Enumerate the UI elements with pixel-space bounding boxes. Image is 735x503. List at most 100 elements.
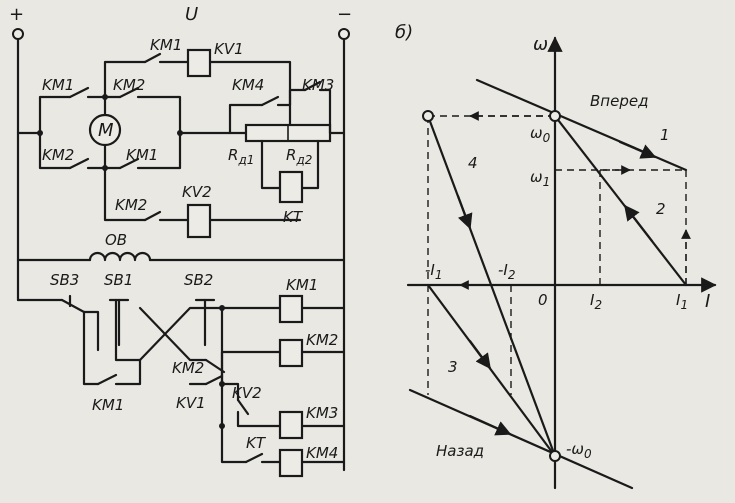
panel-label: б) (395, 22, 413, 43)
rd1-main: R (228, 146, 238, 164)
contact-km1-lower (118, 157, 140, 170)
rd2-sub: д2 (295, 153, 312, 167)
label-km1-lower: KM1 (126, 146, 158, 164)
label-kv1: KV1 (214, 40, 244, 58)
characteristics-plot: б) ω I 0 (395, 22, 717, 490)
label-km1-top: KM1 (42, 76, 74, 94)
km3-coil-wire (220, 382, 346, 428)
contact-kv1-kv2 (236, 398, 250, 416)
point-start-reverse (422, 110, 434, 122)
curve-label-3: 3 (448, 358, 458, 376)
neg-i1-sub: 1 (435, 268, 443, 282)
label-i2: I2 (590, 291, 602, 312)
label-omega0: ω0 (530, 124, 551, 145)
field-winding-ob (88, 251, 152, 262)
plus-label: + (9, 4, 24, 25)
minus-terminal (338, 28, 350, 40)
arrow-characteristic-1 (618, 140, 657, 159)
minus-label: − (337, 4, 352, 25)
circuit-diagram: + − U M KM1 KM2 KM2 KM1 KM1 KV1 KM2 KV2 (9, 4, 352, 478)
curve-label-2: 2 (656, 200, 666, 218)
i2-main: I (590, 291, 595, 309)
label-rd1: Rд1 (228, 146, 254, 167)
omega-axis-label: ω (533, 34, 548, 55)
contact-km2-top (118, 86, 140, 99)
label-ob: OB (105, 231, 127, 249)
label-neg-i1: -I1 (425, 261, 442, 282)
i1-main: I (676, 291, 681, 309)
arrow-characteristic-backward (468, 414, 512, 436)
motor-symbol (88, 113, 122, 147)
ctrl-km1-hold (82, 310, 142, 386)
label-kt-ctrl: KT (246, 434, 267, 452)
label-neg-omega0: -ω0 (566, 440, 592, 461)
label-kv1-ctrl: KV1 (176, 394, 206, 412)
label-kv2: KV2 (182, 183, 212, 201)
label-km2-ctrl: KM2 (172, 359, 204, 377)
label-neg-i2: -I2 (498, 261, 515, 282)
node (37, 130, 43, 136)
rd1-sub: д1 (237, 153, 254, 167)
kv2-wire (103, 166, 302, 222)
contact-km3 (303, 80, 322, 92)
voltage-label: U (185, 4, 198, 25)
label-coil-km2: KM2 (306, 331, 338, 349)
neg-i1-main: -I (425, 261, 435, 279)
label-forward: Вперед (590, 92, 648, 110)
i2-sub: 2 (594, 298, 602, 312)
arrow-characteristic-3 (468, 339, 492, 370)
label-km1-ctrl: KM1 (92, 396, 124, 414)
label-kv2-ctrl: KV2 (232, 384, 262, 402)
coil-km4 (278, 448, 304, 478)
contact-km2-lower (68, 157, 90, 170)
node (219, 305, 225, 311)
ctrl-sb1 (82, 298, 142, 362)
cross-wire-2 (138, 306, 208, 362)
point-neg-omega0 (549, 450, 561, 462)
arrow-characteristic-4 (456, 194, 473, 230)
label-sb1: SB1 (104, 271, 133, 289)
neg-omega0-main: -ω (566, 440, 584, 458)
point-omega0 (549, 110, 561, 122)
km4-coil-wire (220, 438, 346, 464)
km2-coil-wire (188, 350, 346, 386)
characteristic-backward (408, 388, 634, 490)
kv1-wire (103, 60, 292, 135)
label-sb3: SB3 (50, 271, 79, 289)
curve-label-1: 1 (660, 126, 670, 144)
motor-label: M (98, 120, 114, 141)
contact-km2-hold (204, 374, 224, 386)
coil-km1 (278, 294, 304, 324)
omega1-sub: 1 (543, 175, 551, 189)
label-coil-km1: KM1 (286, 276, 318, 294)
contact-km1-top (68, 86, 90, 99)
contact-km1-hold (96, 373, 118, 386)
contact-km4 (260, 95, 280, 107)
characteristic-4 (426, 114, 557, 458)
label-i1: I1 (676, 291, 688, 312)
kt-wire (260, 139, 320, 190)
coil-kv1 (186, 48, 212, 78)
button-sb3 (60, 298, 86, 314)
coil-kv2 (186, 203, 212, 239)
label-km2-lower: KM2 (42, 146, 74, 164)
neg-omega0-sub: 0 (584, 447, 592, 461)
neg-i2-sub: 2 (508, 268, 516, 282)
plus-terminal (12, 28, 24, 40)
label-km1-kv1: KM1 (150, 36, 182, 54)
characteristic-2 (553, 114, 688, 287)
label-coil-km3: KM3 (306, 404, 338, 422)
label-km2-top: KM2 (113, 76, 145, 94)
label-sb2: SB2 (184, 271, 213, 289)
label-omega1: ω1 (530, 168, 550, 189)
contact-km2-kv2 (143, 210, 162, 222)
node (219, 381, 225, 387)
characteristic-3 (426, 283, 557, 458)
coil-km3 (278, 410, 304, 440)
i1-sub: 1 (680, 298, 688, 312)
curve-label-4: 4 (468, 154, 478, 172)
omega0-sub: 0 (543, 131, 551, 145)
bridge-top-wire (16, 95, 252, 135)
